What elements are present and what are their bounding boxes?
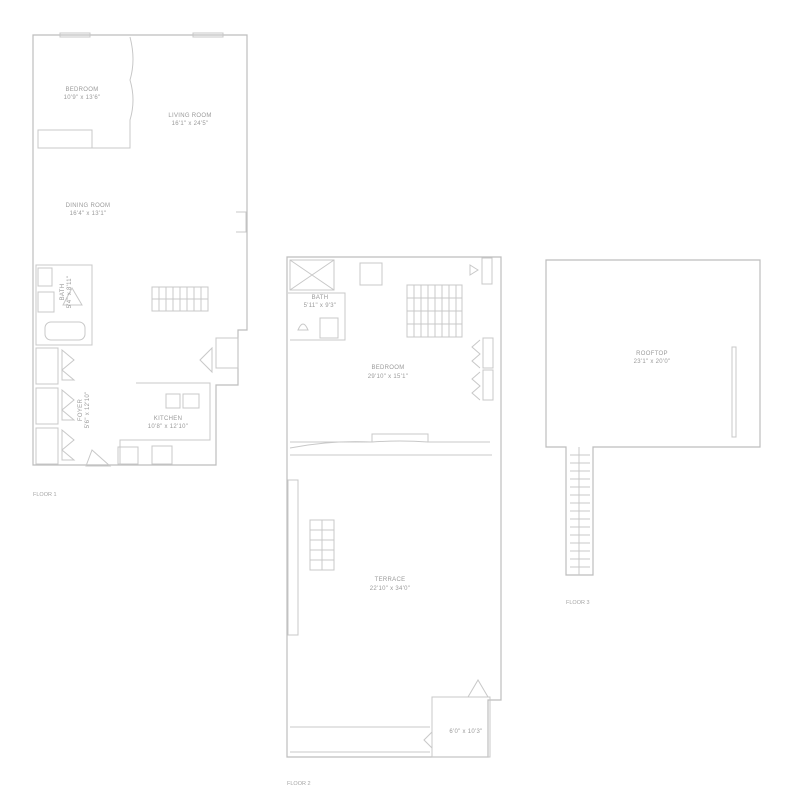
room-dims: 23'1" x 20'0"	[634, 359, 671, 365]
room-dims: 5'6" x 12'10"	[85, 392, 91, 429]
room-name: BATH	[60, 284, 66, 301]
room-dims: 16'1" x 24'5"	[172, 121, 209, 127]
room-name: ROOFTOP	[636, 351, 668, 357]
stairs-icon	[309, 519, 335, 571]
floor-label: FLOOR 2	[287, 781, 311, 787]
room-dims: 10'8" x 12'10"	[148, 424, 188, 430]
room-name: LIVING ROOM	[168, 113, 211, 119]
room-name: TERRACE	[375, 577, 406, 583]
floor-3-plan: ROOFTOP 23'1" x 20'0" FLOOR 3	[545, 259, 761, 606]
room-name: BATH	[312, 295, 329, 301]
room-name: BEDROOM	[371, 365, 404, 371]
room-name: DINING ROOM	[66, 203, 111, 209]
room-dims: 16'4" x 13'1"	[70, 211, 107, 217]
stairs-icon	[570, 447, 590, 575]
stairs-icon	[406, 284, 463, 338]
room-dims: 6'0" x 10'3"	[449, 729, 482, 735]
room-dims: 22'10" x 34'0"	[370, 586, 410, 592]
room-dims: 29'10" x 15'1"	[368, 374, 408, 380]
stairs-icon	[151, 286, 209, 312]
room-name: KITCHEN	[154, 416, 182, 422]
floor-1-plan: BEDROOM 10'9" x 13'6" LIVING ROOM 16'1" …	[32, 32, 248, 498]
room-name: BEDROOM	[65, 87, 98, 93]
room-name: FOYER	[78, 399, 84, 422]
room-dims: 5'4" x 8'11"	[67, 276, 73, 309]
floor-label: FLOOR 1	[33, 492, 57, 498]
floor-label: FLOOR 3	[566, 600, 590, 606]
room-dims: 5'11" x 9'3"	[304, 303, 337, 309]
room-dims: 10'9" x 13'6"	[64, 95, 101, 101]
floor-2-plan: BATH 5'11" x 9'3" BEDROOM 29'10" x 15'1"…	[286, 256, 502, 787]
